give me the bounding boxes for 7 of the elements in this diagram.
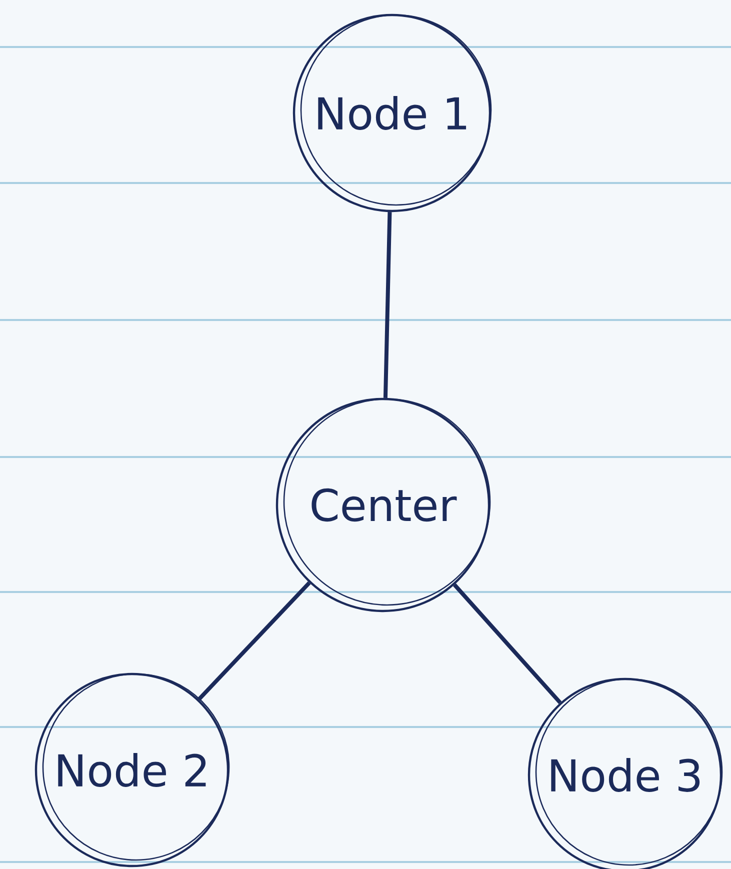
circle-node: Node 2 xyxy=(34,672,230,868)
circle-node: Center xyxy=(276,398,491,612)
connector-line xyxy=(383,212,392,398)
connector-line xyxy=(453,583,562,704)
connector-line xyxy=(197,581,311,701)
circle-node: Node 1 xyxy=(292,14,492,212)
circle-node: Node 3 xyxy=(528,678,723,869)
